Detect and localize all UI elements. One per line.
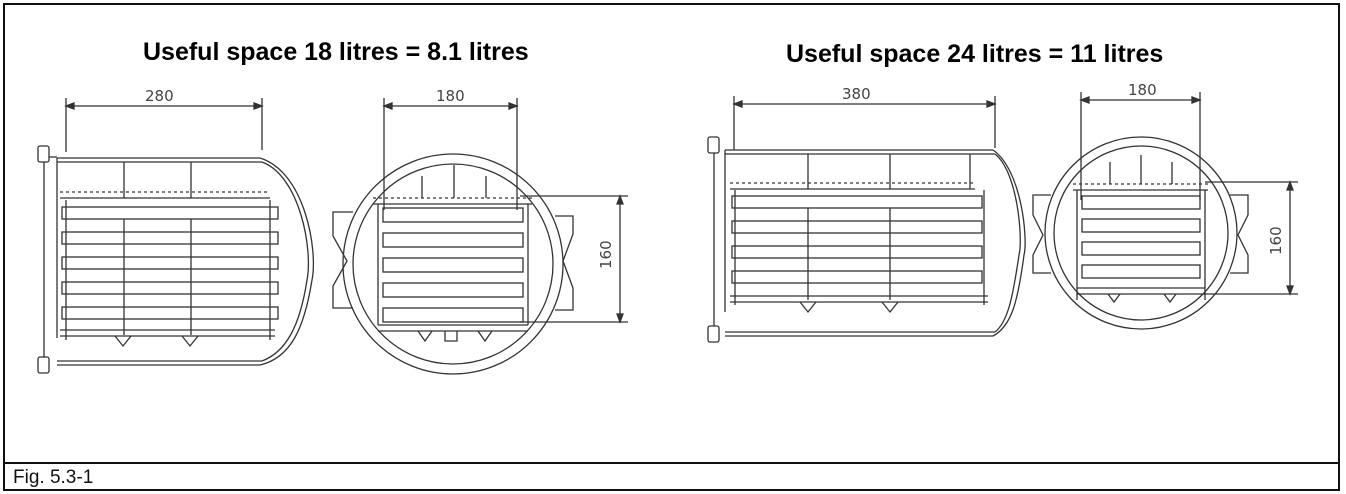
dim-label-180-left: 180	[436, 87, 465, 105]
dimension-180-left: 180	[382, 87, 519, 210]
dim-label-160-left: 160	[597, 240, 615, 269]
dimension-160-left: 160	[520, 194, 628, 324]
dim-label-280: 280	[145, 87, 174, 105]
dim-label-380: 380	[842, 85, 871, 103]
caption-divider	[5, 462, 1338, 464]
side-view-18l: 280	[37, 87, 315, 374]
front-view-24l: 180 160	[1032, 81, 1298, 330]
figure-caption: Fig. 5.3-1	[13, 467, 94, 488]
dim-label-160-right: 160	[1267, 226, 1285, 255]
title-24-litres: Useful space 24 litres = 11 litres	[786, 40, 1164, 68]
dimension-160-right: 160	[1205, 180, 1298, 296]
figure-frame: Fig. 5.3-1	[3, 3, 1340, 491]
side-view-24l: 380	[707, 85, 1026, 343]
dim-label-180-right: 180	[1128, 81, 1157, 99]
dimension-180-right: 180	[1079, 81, 1202, 200]
dimension-380: 380	[732, 85, 997, 150]
front-view-18l: 180 160	[332, 87, 628, 375]
title-18-litres: Useful space 18 litres = 8.1 litres	[143, 38, 529, 66]
dimension-280: 280	[64, 87, 264, 152]
